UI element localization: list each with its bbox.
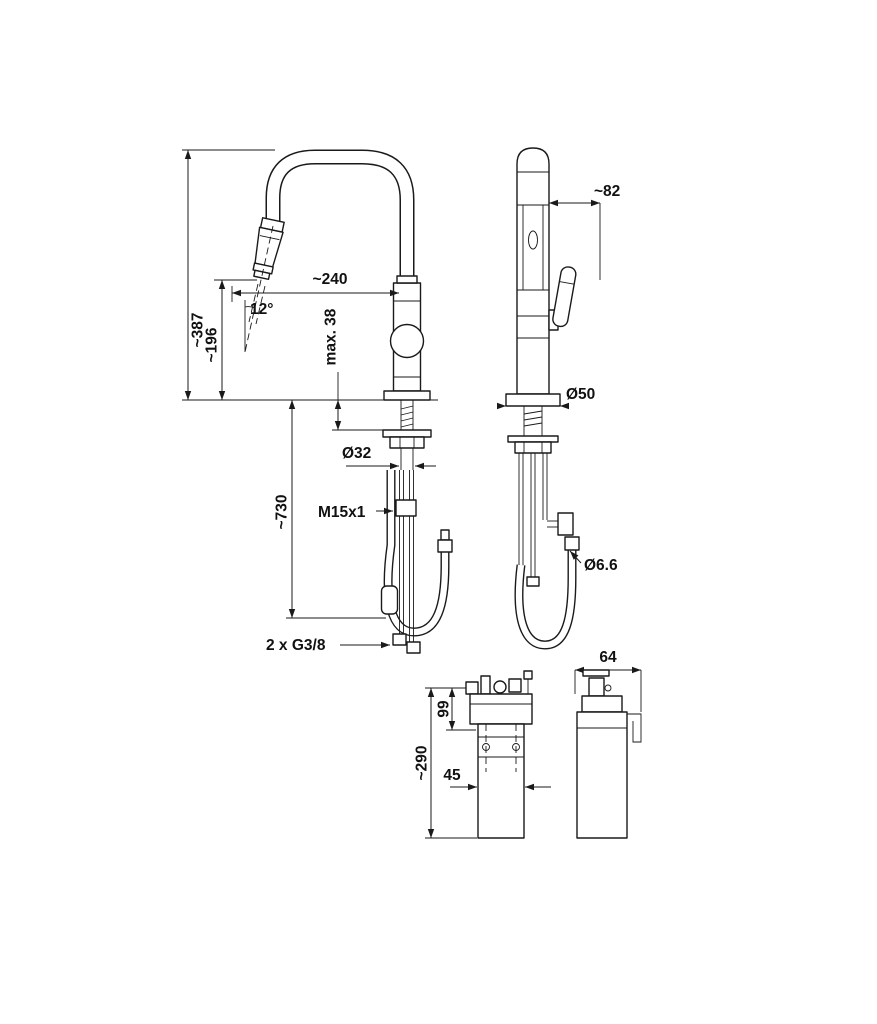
hose-nipple [440, 529, 450, 541]
mounting-hook [627, 713, 642, 743]
filter-head-fitting [465, 681, 479, 695]
dim-mounting-hole-label: Ø32 [342, 445, 371, 462]
cartridge-body [576, 711, 628, 839]
filter-head-fitting [508, 678, 522, 693]
dim-head-height-label: 99 [435, 700, 452, 718]
dim-bypass-hole-label: Ø6.6 [584, 557, 618, 574]
g38-nut [392, 633, 407, 646]
faucet-column [516, 147, 550, 395]
dim-base-diameter-label: Ø50 [566, 386, 595, 403]
mounting-nut [389, 436, 425, 449]
hose-weight [380, 585, 399, 615]
bypass-fitting [564, 536, 580, 551]
mounting-plate [382, 429, 432, 438]
faucet-side-view: 12° ~ [182, 149, 453, 654]
valve-port [604, 684, 612, 692]
dim-hose-thread-label: M15x1 [318, 504, 366, 521]
filter-head-valve [523, 670, 533, 680]
filter-head-port [493, 680, 507, 694]
dim-body-width-label: 45 [443, 767, 461, 784]
dim-spray-angle-label: 12° [250, 301, 273, 318]
spray-head [252, 217, 285, 281]
bracket-hole [482, 743, 490, 751]
filter-unit-view: 99 ~290 45 [413, 670, 551, 839]
handle-lever [552, 266, 577, 328]
filter-head [469, 693, 533, 725]
filter-cartridge [477, 723, 525, 839]
mounting-plate [507, 435, 559, 443]
spray-head-body [254, 226, 284, 268]
dim-handle-offset-label: ~82 [594, 183, 620, 200]
body-joint [389, 323, 425, 359]
filter-head-fitting [480, 675, 491, 695]
dim-spout-reach-label: ~240 [313, 271, 348, 288]
hose-end-fitting [437, 539, 453, 553]
cartridge-valve [588, 677, 605, 697]
g38-nut [406, 641, 421, 654]
leader-line [569, 550, 582, 564]
body-cap [396, 275, 418, 284]
cartridge-cap [581, 695, 623, 713]
hose-adapter-m15 [395, 499, 417, 517]
dim-outlet-height-label: ~196 [203, 327, 220, 362]
valve-handle [582, 669, 610, 677]
dim-filter-height-label: ~290 [413, 746, 430, 781]
dim-supply-connections-label: 2 x G3/8 [266, 637, 326, 654]
base-flange [383, 390, 431, 401]
dim-cartridge-width-label: 64 [599, 649, 617, 666]
check-valve [557, 512, 574, 536]
dim-hose-length-label: ~730 [273, 495, 290, 530]
angle-arc [244, 306, 256, 309]
dim-deck-thickness-label: max. 38 [322, 308, 339, 365]
hose-end [526, 576, 540, 587]
mounting-nut [514, 441, 552, 454]
bracket-hole [512, 743, 520, 751]
faucet-front-view: ~82 Ø50 Ø6.6 [497, 147, 620, 650]
base-flange-front [505, 393, 561, 407]
spray-button [528, 230, 538, 250]
filter-cartridge-view: 64 [574, 649, 642, 839]
dim-total-height-label: ~387 [189, 313, 206, 348]
